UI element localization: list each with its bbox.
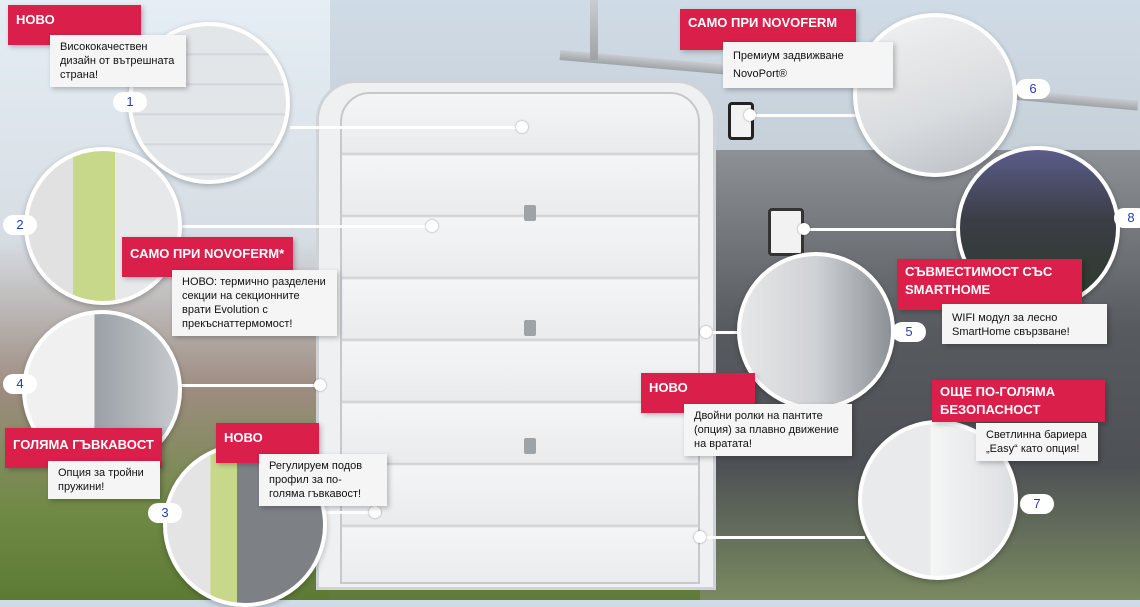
callout-text-7: Светлинна бариера „Easy“ като опция! [976,423,1098,461]
detail-circle-6 [853,13,1017,177]
connector-dot [744,109,756,121]
sectional-door [340,92,700,584]
connector-dot [426,220,438,232]
callout-text-5: Двойни ролки на пантите (опция) за плавн… [684,404,852,456]
ceiling-hanger [590,0,598,60]
connector-dot [700,326,712,338]
number-badge-3: 3 [148,503,182,523]
connector-dot [694,531,706,543]
hinge [524,438,536,454]
number-badge-7: 7 [1020,494,1054,514]
connector-line [180,384,322,387]
connector-line [180,225,435,228]
connector-line [750,114,860,117]
tag-label-7: ОЩЕ ПО-ГОЛЯМА БЕЗОПАСНОСТ [932,380,1105,422]
connector-line [700,536,865,539]
hinge [524,320,536,336]
number-badge-2: 2 [3,215,37,235]
connector-dot [369,506,381,518]
callout-text-6: Премиум задвижване NovoPort® [723,42,893,88]
callout-text-1: Висококачествен дизайн от вътрешната стр… [50,35,186,87]
callout-text-2: НОВО: термично разделени секции на секци… [172,270,337,336]
connector-dot [516,121,528,133]
connector-dot [798,223,810,235]
callout-text-4: Опция за тройни пружини! [48,461,160,499]
number-badge-1: 1 [113,92,147,112]
door-opener [728,102,754,140]
connector-line [290,126,525,129]
connector-line [325,511,377,514]
connector-line [804,228,959,231]
callout-text-3: Регулируем подов профил за по-голяма гъв… [259,454,387,506]
connector-line [706,331,741,334]
hinge [524,205,536,221]
tag-label-8: СЪВМЕСТИМОСТ СЪС SMARTHOME [897,259,1082,310]
number-badge-5: 5 [892,322,926,342]
number-badge-6: 6 [1016,79,1050,99]
connector-dot [314,379,326,391]
detail-circle-2 [24,147,182,305]
number-badge-8: 8 [1114,208,1140,228]
callout-text-8: WIFI модул за лесно SmartHome свързване! [942,304,1107,344]
detail-circle-5 [737,252,895,410]
number-badge-4: 4 [3,374,37,394]
